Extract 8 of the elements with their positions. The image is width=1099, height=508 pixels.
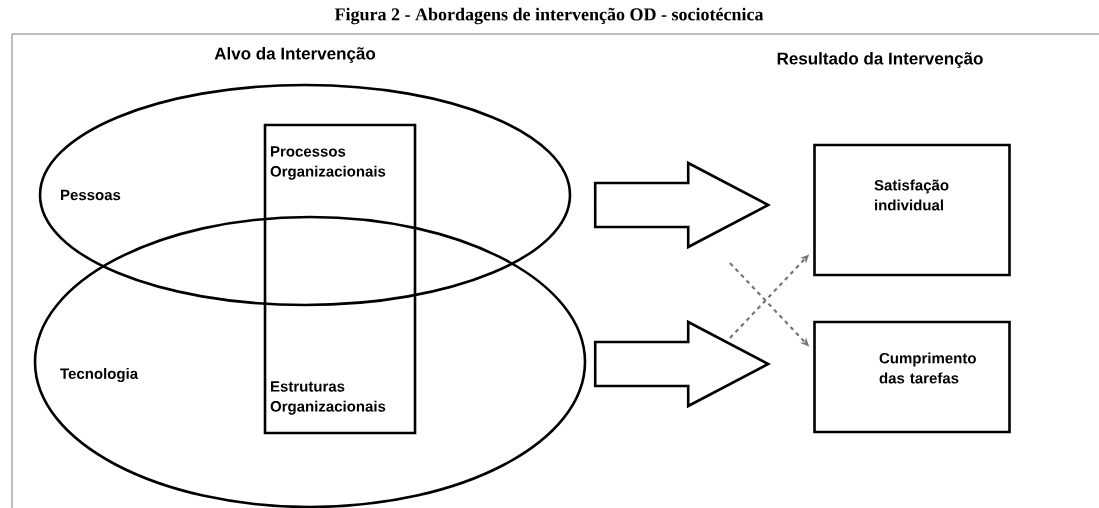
box: Processos Organizacionais Estruturas Organizacionais xyxy=(263,123,417,435)
block-arrow xyxy=(593,160,771,250)
box: Satisfação individual xyxy=(813,143,1011,277)
figure-title: Figura 2 - Abordagens de intervenção OD - sociotécnica xyxy=(334,7,764,25)
block-arrow xyxy=(593,319,771,409)
box: Cumprimento das tarefas xyxy=(813,320,1011,434)
heading: Resultado da Intervenção xyxy=(777,52,983,68)
heading: Alvo da Intervenção xyxy=(214,47,376,63)
